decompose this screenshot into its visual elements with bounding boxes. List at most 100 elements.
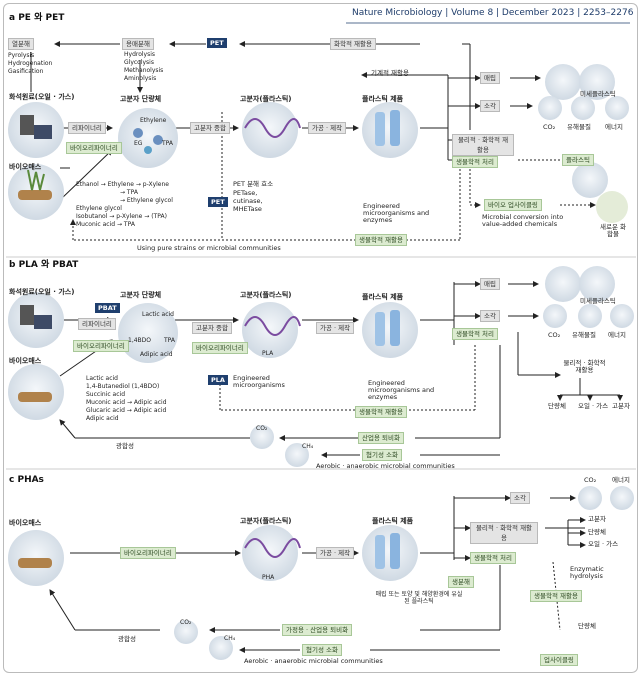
toxic-label: 유해물질 [567, 123, 591, 131]
output-label-b: 고분자 [612, 402, 630, 410]
biomass-label-b: 바이오매스 [9, 357, 42, 365]
eng-micro-label-b: Engineered microorganisms and enzymes [368, 379, 435, 402]
phys-chem-label-b: 물리적 · 화학적 재활용 [563, 359, 606, 375]
pathway-line: Ethanol → Ethylene → p-Xylene [76, 181, 169, 188]
microplastic-label-b: 미세플라스틱 [580, 297, 616, 305]
pyrolysis-item: Gasification [8, 68, 44, 75]
phys-chem-box: 물리적 · 화학적 재활용 [452, 134, 514, 156]
upcycle-box-c: 업사이클링 [540, 654, 578, 666]
landfill-note: 매립 또는 토양 및 해양환경에 유실된 플라스틱 [375, 591, 463, 605]
ch4-molecule-label-c: CH₄ [224, 635, 236, 642]
mech-recycle-label: 기계적 재활용 [371, 69, 409, 77]
pathway-line-b: Lactic acid [86, 375, 118, 382]
chem-recycle-box: 화학적 재활용 [330, 38, 376, 50]
bio-treat-box-c: 생물학적 처리 [470, 552, 516, 564]
bdo-label: 1,4BDO [128, 337, 152, 344]
pathway-line-b: Glucaric acid → Adipic acid [86, 407, 167, 414]
product-label: 플라스틱 제품 [362, 95, 404, 103]
pet-tag: PET [207, 38, 227, 48]
pla-tag: PLA [208, 375, 228, 385]
pathway-line: → TPA [120, 189, 138, 196]
enzymatic-label: Enzymatic hydrolysis [570, 565, 604, 581]
pathway-line: → Ethylene glycol [120, 197, 173, 204]
eg-label: EG [134, 140, 143, 147]
polymer-label: 고분자(플라스틱) [240, 95, 292, 103]
biorefinery-box: 바이오리파이너리 [66, 142, 122, 154]
bio-recycle-box-c: 생물학적 재활용 [530, 590, 582, 602]
incineration-box-c: 소각 [510, 492, 530, 504]
output-label-b: 오일 · 가스 [578, 402, 609, 410]
compost-box-c: 가정용 · 산업용 퇴비화 [282, 624, 353, 636]
process-box-b: 가공 · 제작 [316, 322, 355, 334]
pathway-line-b: Adipic acid [86, 415, 119, 422]
journal-header: Nature Microbiology | Volume 8 | Decembe… [352, 8, 634, 18]
polymer-label-c: 고분자(플라스틱) [240, 517, 292, 525]
pyrolysis-item: Pyrolysis [8, 52, 35, 59]
enzymes-title: PET 분해 효소 [233, 180, 274, 188]
biorefinery2-box-b: 바이오리파이너리 [192, 342, 248, 354]
output-label-c: 오일 · 가스 [588, 540, 619, 548]
adipic-label: Adipic acid [140, 351, 173, 358]
section-c-title: c PHAs [9, 475, 44, 485]
bio-recycle-box: 생물학적 재활용 [355, 234, 407, 246]
ethylene-label: Ethylene [140, 117, 167, 124]
figure-frame [3, 3, 638, 673]
fossil-label: 화석원료(오일 · 가스) [9, 93, 75, 101]
pbat-tag: PBAT [95, 303, 120, 313]
lactic-label: Lactic acid [142, 311, 174, 318]
co2-label-b: CO₂ [548, 331, 561, 339]
biorefinery-box-b: 바이오리파이너리 [73, 340, 129, 352]
upcycle-box: 바이오 업사이클링 [484, 199, 542, 211]
eng-micro-label: Engineered microorganisms and enzymes [363, 202, 430, 225]
solvolysis-item: Hydrolysis [124, 51, 156, 58]
aerobic-label-b: Aerobic · anaerobic microbial communitie… [316, 462, 455, 470]
pla-label: PLA [262, 350, 274, 357]
fossil-label-b: 화석원료(오일 · 가스) [9, 288, 75, 296]
plastic-box: 플라스틱 [562, 154, 594, 166]
phys-chem-box-c: 물리적 · 화학적 재활용 [470, 522, 538, 544]
section-b-title: b PLA 와 PBAT [9, 260, 79, 270]
pha-label: PHA [262, 574, 275, 581]
monomer-dot-label: 단량체 [578, 622, 596, 630]
new-compounds-label: 새로운 화합물 [600, 223, 626, 239]
tpa-label-b: TPA [164, 337, 176, 344]
output-label-b: 단량체 [548, 402, 566, 410]
pyrolysis-item: Hydrogenation [8, 60, 53, 67]
product-label-c: 플라스틱 제품 [372, 517, 414, 525]
pathway-line-b: Succinic acid [86, 391, 126, 398]
landfill-box-b: 매립 [480, 278, 500, 290]
biorefinery-box-c: 바이오리파이너리 [120, 547, 176, 559]
pure-strains-label: Using pure strains or microbial communit… [137, 244, 281, 252]
polymer-label-b: 고분자(플라스틱) [240, 291, 292, 299]
monomer-label: 고분자 단량체 [120, 95, 162, 103]
photosynthesis-label-b: 광합성 [116, 442, 134, 450]
microbial-conv-label: Microbial conversion into value-added ch… [482, 213, 564, 229]
landfill-box: 매립 [480, 72, 500, 84]
energy-label-c: 에너지 [612, 476, 630, 484]
co2-molecule-label-b: CO₂ [256, 425, 268, 432]
pathway-line: Muconic acid → TPA [76, 221, 135, 228]
bio-treat-box: 생물학적 처리 [452, 156, 498, 168]
polymerize-box-b: 고분자 중합 [192, 322, 232, 334]
enzyme-item: PETase, [233, 189, 258, 197]
aerobic-label-c: Aerobic · anaerobic microbial communitie… [244, 657, 383, 665]
enzyme-item: MHETase [233, 205, 262, 213]
anaerobic-box-b: 혐기성 소화 [362, 449, 402, 461]
co2-label-c: CO₂ [584, 476, 597, 484]
pathway-line-b: Muconic acid → Adipic acid [86, 399, 167, 406]
monomer-label-b: 고분자 단량체 [120, 291, 162, 299]
biomass-label-c: 바이오매스 [9, 519, 42, 527]
pathway-line: Isobutanol → p-Xylene → (TPA) [76, 213, 167, 220]
solvolysis-item: Methanolysis [124, 67, 164, 74]
energy-label-b: 에너지 [608, 331, 626, 339]
process-box: 가공 · 제작 [308, 122, 347, 134]
solvolysis-item: Glycolysis [124, 59, 154, 66]
bio-treat-box-b: 생물학적 처리 [452, 328, 498, 340]
solvolysis-item: Aminolysis [124, 75, 157, 82]
output-label-c: 단량체 [588, 528, 606, 536]
process-box-c: 가공 · 제작 [316, 547, 355, 559]
microplastic-label: 미세플라스틱 [580, 90, 616, 98]
energy-label: 에너지 [605, 123, 623, 131]
refinery-box-b: 리파이너리 [78, 318, 116, 330]
